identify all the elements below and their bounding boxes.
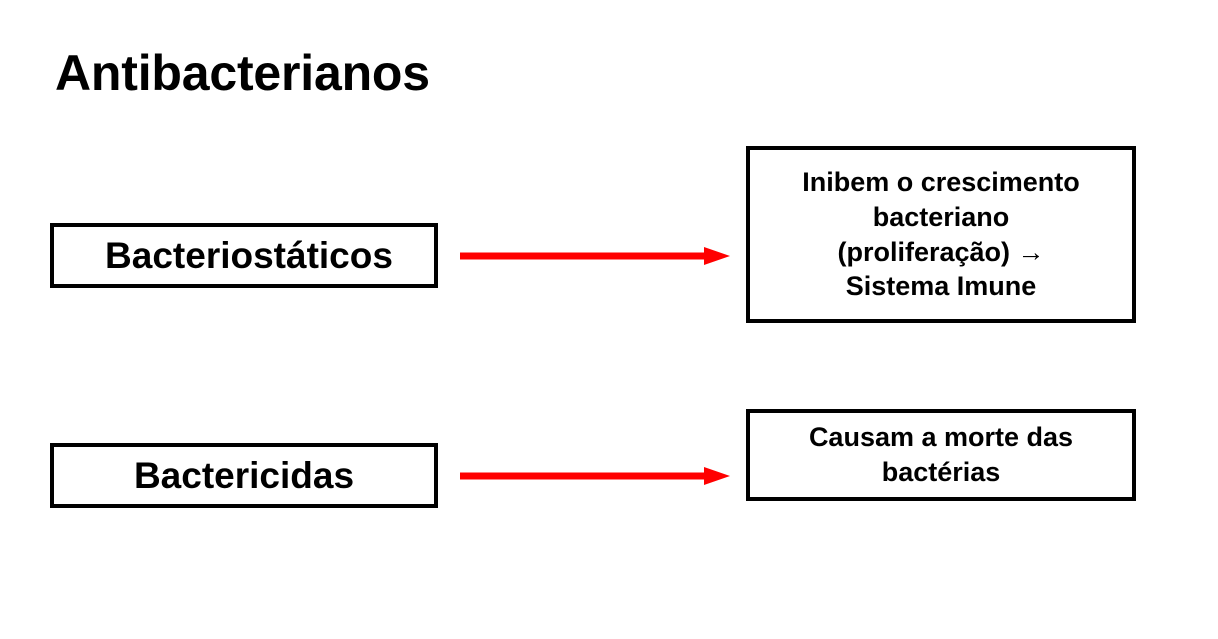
node-inibem-line-1: Inibem o crescimento [802, 166, 1080, 197]
arrow-right-icon [460, 467, 730, 485]
node-causam-line-2: bactérias [881, 457, 1001, 487]
red-arrow-bacteriostaticos-to-inibem [460, 241, 732, 271]
page-title: Antibacterianos [55, 45, 430, 101]
node-bactericidas[interactable]: Bactericidas [50, 443, 438, 508]
node-inibem-line-2: bacteriano [872, 201, 1010, 232]
node-causam-text: Causam a morte das bactérias [750, 420, 1132, 490]
node-causam-morte[interactable]: Causam a morte das bactérias [746, 409, 1136, 501]
node-inibem-crescimento[interactable]: Inibem o crescimento bacteriano (prolife… [746, 146, 1136, 323]
node-inibem-line-4: Sistema Imune [845, 271, 1037, 302]
node-inibem-line-3: (proliferação) → [837, 236, 1045, 267]
node-bacteriostaticos[interactable]: Bacteriostáticos [50, 223, 438, 288]
node-causam-line-1: Causam a morte das [808, 422, 1074, 453]
node-inibem-text: Inibem o crescimento bacteriano (prolife… [750, 165, 1132, 304]
node-bacteriostaticos-label: Bacteriostáticos [105, 234, 393, 276]
red-arrow-bactericidas-to-causam [460, 461, 732, 491]
node-bactericidas-label: Bactericidas [133, 454, 355, 496]
arrow-right-icon [460, 247, 730, 265]
